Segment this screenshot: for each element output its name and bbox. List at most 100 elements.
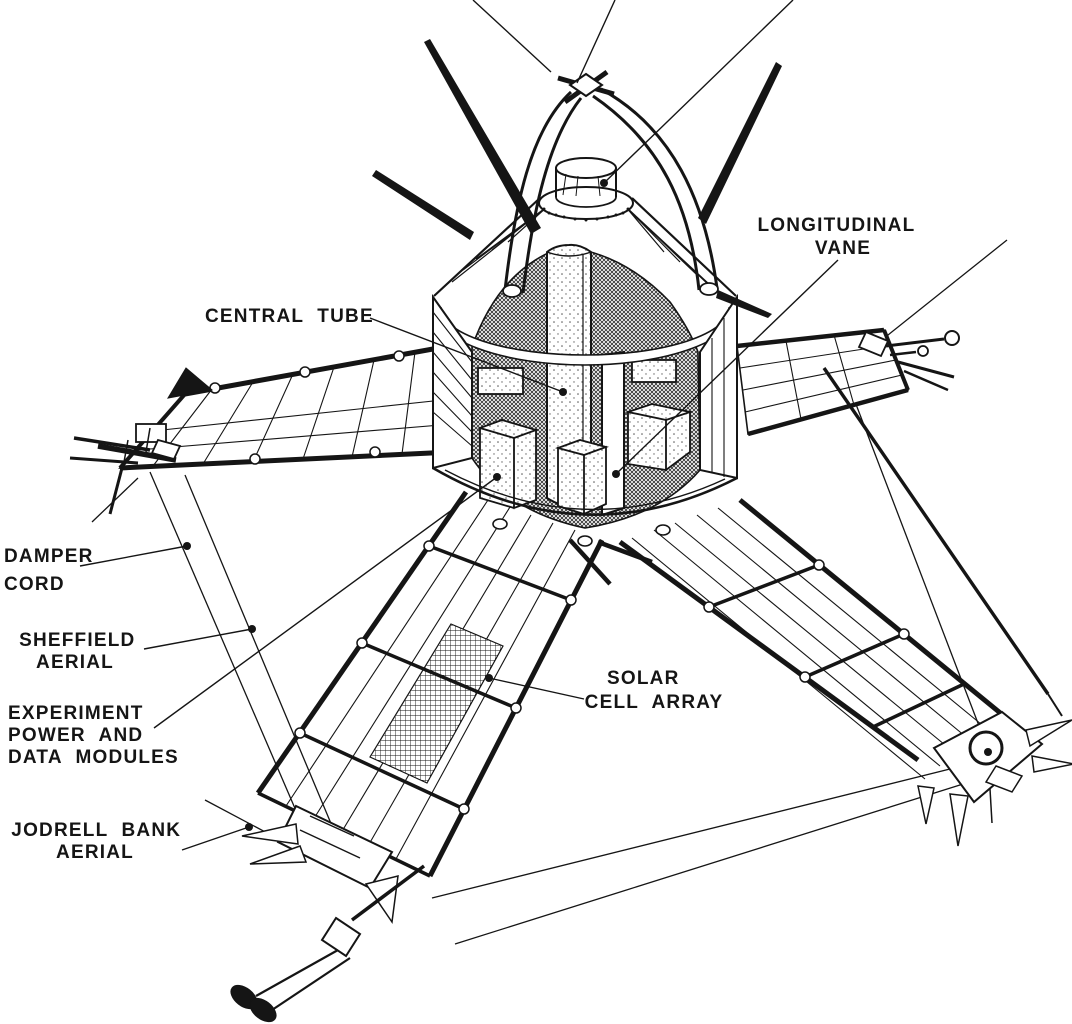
dot-experiment-modules	[493, 473, 501, 481]
label-damper-cord: DAMPER CORD	[4, 546, 107, 595]
leader-solar-cell-array	[488, 677, 585, 700]
dot-sheffield-aerial	[248, 625, 256, 633]
experiment-box-upper-right	[631, 359, 677, 383]
right-paddle-cross-lines	[785, 334, 855, 420]
label-line: DATA MODULES	[8, 747, 179, 768]
right-guy-wire	[835, 351, 990, 753]
guy-wires	[91, 239, 1008, 945]
right-long-rod-aerial	[822, 367, 1050, 695]
lower-span-wire-1	[431, 762, 975, 899]
ball-end-large	[944, 330, 960, 346]
label-line: AERIAL	[36, 652, 114, 673]
labels: LONGITUDINAL VANE CENTRAL TUBE DAMPER CO…	[4, 215, 928, 863]
leader-lines	[79, 0, 992, 851]
experiment-box-center	[555, 439, 609, 516]
arch-left-tube-outer	[503, 90, 573, 291]
label-line: EXPERIMENT	[8, 703, 144, 724]
satellite-body	[432, 157, 738, 586]
label-jodrell-bank-aerial: JODRELL BANK AERIAL	[11, 820, 194, 863]
left-boom-tip-module	[230, 804, 426, 1023]
tip-fin-right-2	[1031, 755, 1072, 773]
tip-prong-upper	[73, 436, 151, 452]
tip-fin-down-2	[917, 785, 935, 825]
body-skin-right-panels	[711, 318, 725, 477]
tip-bracket	[857, 330, 890, 358]
tip-down-spike	[108, 467, 124, 515]
right-boom-rail-joints	[703, 559, 910, 683]
dot-cap	[600, 179, 608, 187]
cap-cylinder-top	[555, 157, 617, 179]
tip-fin-down-1	[949, 793, 969, 847]
tip-box-2	[150, 438, 182, 461]
cap-flange-rivets	[542, 207, 630, 222]
left-paddle-top-rail	[184, 342, 456, 397]
body-skin-left-louvres	[432, 311, 473, 447]
dot-central-tube	[559, 388, 567, 396]
left-paddle-tip-hardware	[69, 423, 182, 515]
right-boom-cross-rungs	[708, 563, 965, 729]
label-line: SHEFFIELD	[19, 630, 135, 651]
tip-fin-right-1	[1025, 719, 1072, 748]
tip-module-detail	[299, 815, 361, 859]
aerial-rods	[372, 39, 782, 318]
label-sheffield-aerial: SHEFFIELD AERIAL	[19, 630, 149, 673]
dot-jodrell-bank	[245, 823, 253, 831]
label-line: CELL ARRAY	[585, 692, 724, 713]
arch-left-tube-inner	[521, 97, 583, 294]
left-solar-boom	[230, 490, 605, 1023]
tip-fin-left-2	[249, 845, 308, 865]
cap-flange	[538, 186, 634, 220]
aerial-rod-mid-left	[372, 170, 474, 240]
central-tube-top-arc	[546, 251, 592, 257]
right-boom-top-rail	[738, 498, 1006, 718]
left-boom-cross-rungs	[257, 544, 572, 878]
body-strut-right	[597, 539, 653, 565]
ball-end-small	[917, 345, 929, 357]
leader-sheffield-aerial	[143, 628, 253, 650]
label-line: SOLAR	[607, 668, 680, 689]
leader-longitudinal-vane	[615, 259, 839, 475]
label-line: JODRELL BANK	[11, 820, 181, 841]
experiment-box-upper-left	[477, 367, 524, 395]
body-foot-1	[492, 518, 508, 530]
cap-cylinder-bottom	[555, 196, 617, 208]
dot-damper-cord	[183, 542, 191, 550]
top-leader-to-joint	[576, 0, 616, 84]
aerial-rod-mid-right	[716, 290, 772, 318]
label-line: AERIAL	[56, 842, 134, 863]
right-boom-solar-strips	[631, 507, 988, 780]
top-leader-to-cap	[603, 0, 794, 184]
body-foot-3	[655, 524, 671, 536]
label-line: DAMPER	[4, 546, 94, 567]
label-central-tube: CENTRAL TUBE	[205, 306, 374, 327]
leader-experiment-modules	[153, 476, 498, 729]
right-paddle-bottom-rail	[747, 387, 909, 437]
left-paddle-sail	[167, 367, 214, 399]
left-paddle-rail-joints	[209, 350, 405, 465]
tip-box	[984, 765, 1024, 793]
right-paddle-tip-hardware	[857, 330, 960, 392]
left-paddle-bottom-rail	[119, 449, 453, 471]
label-line: CORD	[4, 574, 65, 595]
dot-solar-cell-array	[485, 674, 493, 682]
arch-right-tube-outer	[600, 87, 719, 289]
rod-tip-spike	[1047, 693, 1063, 717]
body-skin-left	[432, 293, 473, 470]
label-line: LONGITUDINAL	[757, 215, 915, 236]
top-leader-to-boom	[472, 0, 552, 73]
sheffield-aerial-wire	[184, 474, 341, 846]
right-solar-boom	[618, 498, 1072, 847]
arch-left-socket	[502, 284, 522, 298]
label-line: CENTRAL TUBE	[205, 306, 374, 327]
right-solar-paddle	[736, 327, 1050, 695]
cap-cylinder-sides	[555, 168, 617, 197]
label-longitudinal-vane: LONGITUDINAL VANE	[757, 215, 928, 259]
tip-detail	[123, 427, 151, 463]
tip-spike-1	[897, 360, 955, 379]
aerial-rod-top-right	[698, 62, 782, 224]
leader-damper-cord	[79, 545, 188, 567]
aerial-arm-1	[255, 949, 339, 997]
leader-jodrell-bank	[181, 826, 250, 851]
